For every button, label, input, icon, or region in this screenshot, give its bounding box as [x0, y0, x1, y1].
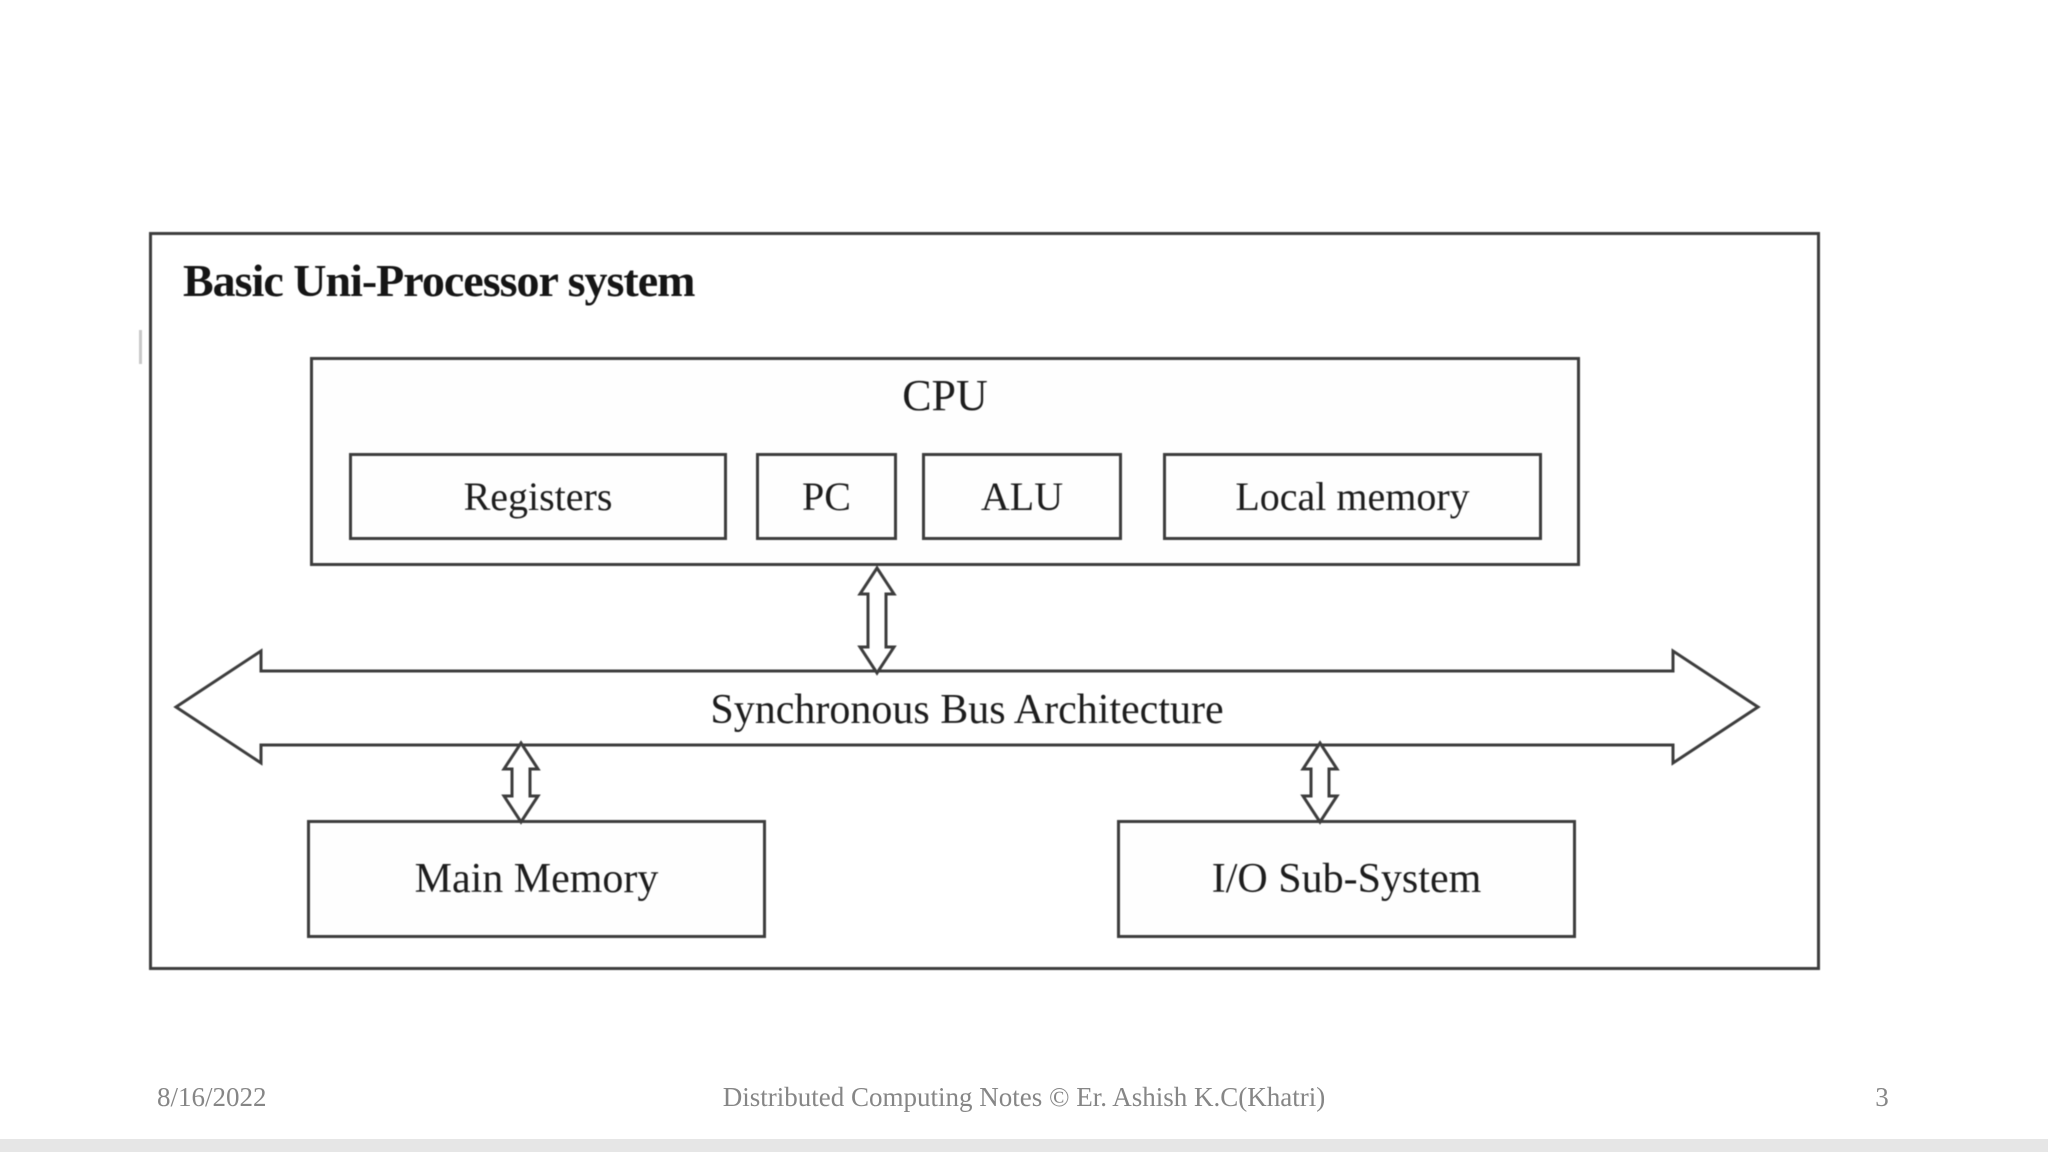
- left-edge-artifact-line: [139, 330, 142, 364]
- cpu-label: CPU: [902, 371, 988, 420]
- bottom-edge-strip: [0, 1139, 2048, 1152]
- cpu-box: CPU Registers PC ALU Local memory: [310, 357, 1580, 566]
- component-box-alu: ALU: [922, 453, 1122, 540]
- slide-title: Basic Uni-Processor system: [183, 255, 695, 306]
- footer-page-number: 3: [1875, 1082, 1889, 1112]
- main-memory-label: Main Memory: [414, 856, 659, 902]
- registers-label: Registers: [463, 474, 613, 519]
- pc-label: PC: [802, 474, 851, 519]
- footer-date: 8/16/2022: [157, 1082, 267, 1112]
- local-memory-label: Local memory: [1235, 474, 1470, 519]
- component-box-local-memory: Local memory: [1163, 453, 1542, 540]
- alu-label: ALU: [980, 474, 1064, 519]
- component-box-registers: Registers: [349, 453, 727, 540]
- io-subsystem-label: I/O Sub-System: [1211, 856, 1482, 902]
- bus-to-io-arrow-icon: [1300, 740, 1340, 825]
- bus-to-memory-arrow-icon: [501, 740, 541, 825]
- bus-double-arrow-icon: [173, 648, 1761, 766]
- cpu-to-bus-arrow-icon: [857, 565, 897, 676]
- bus-label: Synchronous Bus Architecture: [710, 687, 1224, 733]
- uniprocessor-system-frame: [149, 232, 1820, 970]
- component-box-pc: PC: [756, 453, 897, 540]
- io-subsystem-box: I/O Sub-System: [1117, 820, 1576, 938]
- main-memory-box: Main Memory: [307, 820, 766, 938]
- footer-credit: Distributed Computing Notes © Er. Ashish…: [722, 1082, 1326, 1112]
